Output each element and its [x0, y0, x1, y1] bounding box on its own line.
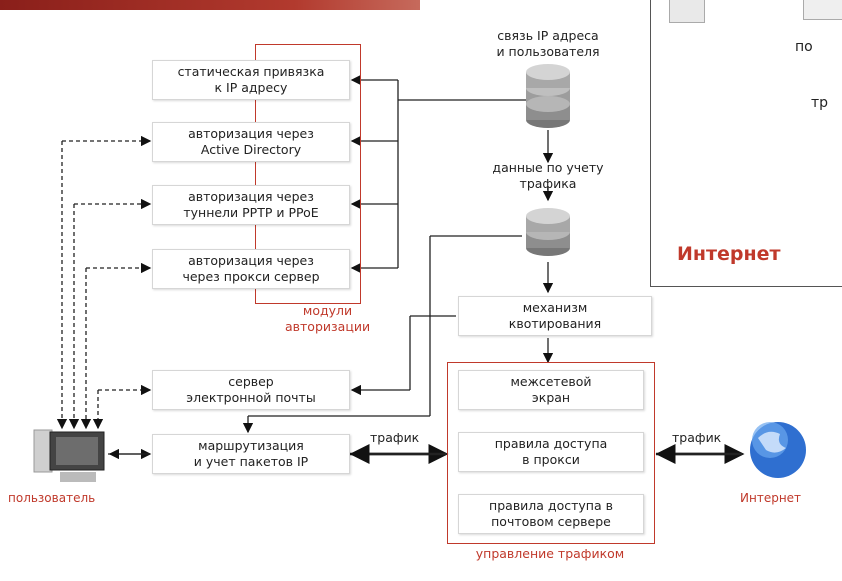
- inset-clip-2: тр: [811, 95, 829, 111]
- inset-device-2: [803, 0, 842, 20]
- globe-icon: [750, 422, 806, 478]
- traffic-mgmt-frame: [447, 362, 655, 544]
- database-icon-2: [526, 208, 570, 256]
- traffic-label-right: трафик: [672, 430, 722, 445]
- inset-clip-1: по: [795, 39, 813, 55]
- user-label: пользователь: [8, 491, 96, 505]
- inset-panel: по тр Интернет: [650, 0, 842, 287]
- database-icon-1: [526, 64, 570, 128]
- traffic-label-left: трафик: [370, 430, 420, 445]
- computer-icon: [33, 429, 105, 482]
- inset-internet-label: Интернет: [677, 243, 781, 265]
- auth-modules-frame: [255, 44, 361, 304]
- inset-device-icon: [669, 0, 705, 23]
- internet-label: Интернет: [740, 491, 802, 505]
- traffic-mgmt-caption: управление трафиком: [475, 546, 625, 561]
- header-bar: [0, 0, 420, 10]
